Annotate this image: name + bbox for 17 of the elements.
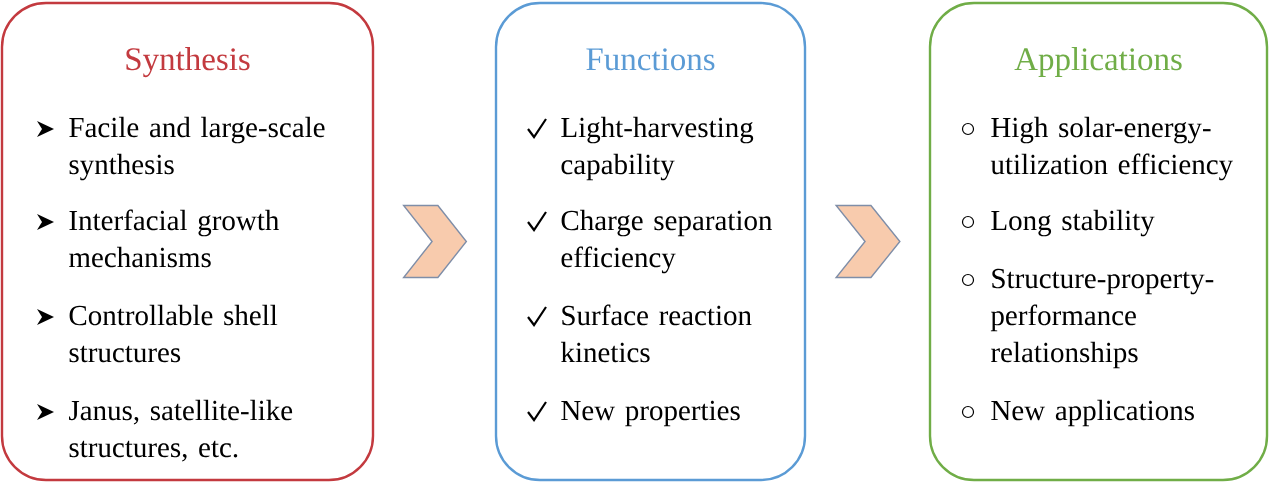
bullet-item: Janus, satellite-like structures, etc.	[69, 399, 293, 462]
bullet-item: Surface reaction kinetics	[560, 304, 752, 363]
bullet-item: Structure-property-performance relationships	[990, 268, 1214, 369]
bullet-item: Controllable shell structures	[69, 304, 278, 363]
chevron-arrow	[834, 204, 901, 279]
column-heading: Synthesis	[126, 47, 250, 78]
bullet-item: Long stability	[991, 209, 1155, 237]
bullet-item: High solar-energy-utilization efficiency	[990, 116, 1234, 181]
bullet-item: New applications	[991, 399, 1194, 427]
bullet-item: Light-harvesting capability	[561, 116, 754, 181]
column-heading: Functions	[586, 48, 715, 71]
bullet-item: New properties	[561, 400, 740, 427]
bullet-item: Interfacial growth mechanisms	[69, 209, 279, 268]
bullet-item: Charge separation efficiency	[561, 209, 773, 274]
chevron-arrow	[402, 204, 468, 279]
column-heading: Applications	[1014, 47, 1182, 78]
bullet-item: Facile and large-scale synthesis	[69, 116, 325, 181]
